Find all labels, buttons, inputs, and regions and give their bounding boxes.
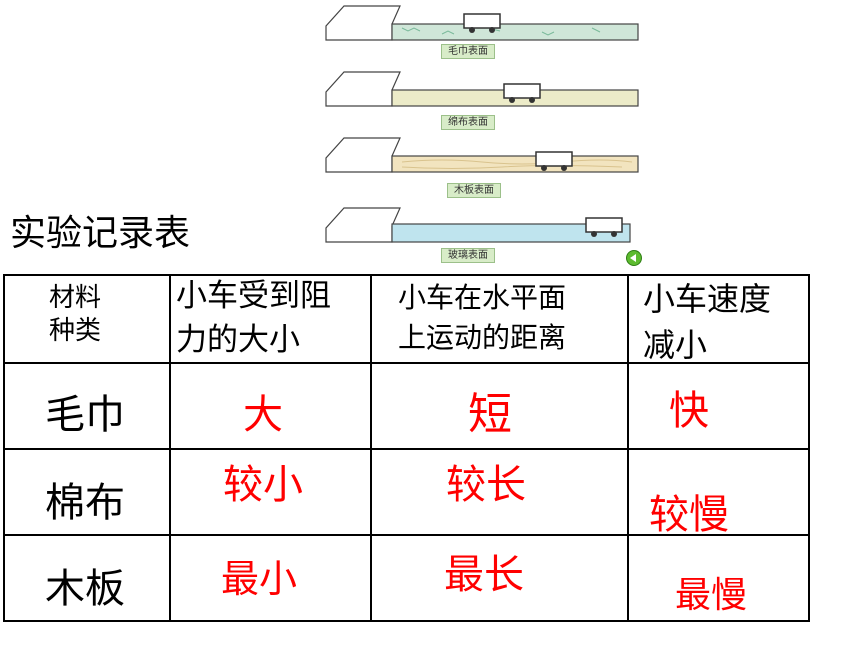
header-cell: 材料 种类 <box>3 274 171 364</box>
distance-cell: 最长 <box>444 552 524 598</box>
caption-towel: 毛巾表面 <box>441 44 495 59</box>
record-table: 材料 种类 小车受到阻 力的大小 小车在水平面 上运动的距离 小车速度 减小 毛… <box>3 274 810 622</box>
ramp-glass <box>322 202 642 246</box>
distance-cell: 较长 <box>446 462 526 508</box>
play-icon[interactable] <box>626 250 642 266</box>
caption-cotton: 绵布表面 <box>441 115 495 130</box>
speed-cell: 快 <box>669 388 709 434</box>
caption-wood: 木板表面 <box>447 183 501 198</box>
table-row: 毛巾 大 短 快 <box>3 362 810 450</box>
header-material: 材料 种类 <box>49 283 102 346</box>
ramp-cotton <box>322 70 642 110</box>
speed-cell: 最慢 <box>675 575 748 616</box>
speed-cell: 较慢 <box>649 492 729 538</box>
caption-glass: 玻璃表面 <box>441 248 495 263</box>
material-cell: 棉布 <box>45 480 125 526</box>
table-row: 棉布 较小 较长 较慢 <box>3 448 810 538</box>
header-speed: 小车速度 减小 <box>643 280 772 364</box>
distance-cell: 短 <box>468 389 512 440</box>
header-distance: 小车在水平面 上运动的距离 <box>398 281 567 354</box>
ramp-wood <box>322 132 642 176</box>
header-cell: 小车在水平面 上运动的距离 <box>370 274 629 364</box>
table-row: 木板 最小 最长 最慢 <box>3 534 810 622</box>
ramp-towel <box>322 4 642 44</box>
header-cell: 小车受到阻 力的大小 <box>169 274 372 364</box>
header-cell: 小车速度 减小 <box>627 274 810 364</box>
resistance-cell: 较小 <box>223 462 303 508</box>
resistance-cell: 大 <box>243 392 283 438</box>
page-title: 实验记录表 <box>10 213 191 254</box>
material-cell: 毛巾 <box>45 392 125 438</box>
resistance-cell: 最小 <box>221 557 298 601</box>
material-cell: 木板 <box>45 566 125 612</box>
header-resistance: 小车受到阻 力的大小 <box>176 278 331 358</box>
